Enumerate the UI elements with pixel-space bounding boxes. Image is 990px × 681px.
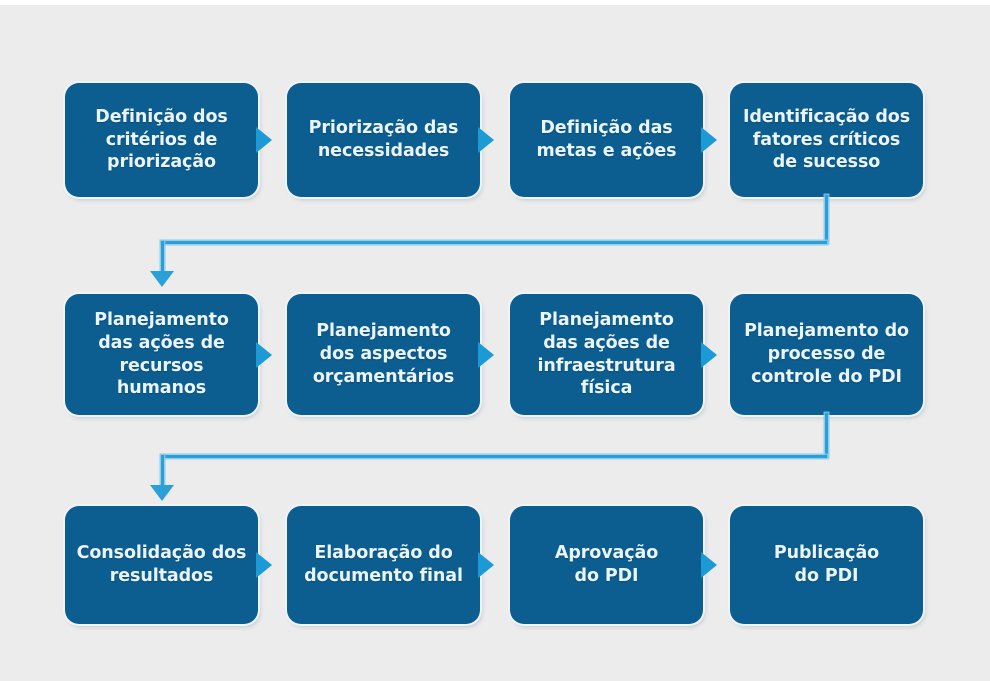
flow-box-label: Consolidação dos resultados (76, 543, 247, 586)
arrow-right-icon-9 (701, 552, 717, 578)
flow-box-step-10[interactable]: Elaboração do documento final (287, 506, 480, 624)
flow-box-step-7[interactable]: Planejamento das ações de infraestrutura… (510, 294, 703, 415)
flow-box-label: Planejamento dos aspectos orçamentários (312, 321, 455, 387)
arrow-right-icon-8 (478, 552, 494, 578)
arrow-down-icon-2 (150, 485, 174, 501)
flow-box-step-8[interactable]: Planejamento do processo de controle do … (730, 294, 923, 415)
flow-box-label: Definição dos critérios de priorização (95, 106, 228, 173)
connector-segment-vertical (161, 455, 164, 489)
flow-box-label: Elaboração do documento final (304, 543, 463, 586)
connector-segment-vertical (825, 195, 828, 243)
flow-box-step-12[interactable]: Publicação do PDI (730, 506, 923, 624)
arrow-right-icon-4 (256, 342, 272, 368)
diagram-canvas: Definição dos critérios de priorização P… (0, 5, 990, 681)
arrow-right-icon-5 (478, 342, 494, 368)
connector-segment-horizontal (161, 455, 827, 458)
flow-box-step-6[interactable]: Planejamento dos aspectos orçamentários (287, 294, 480, 415)
flow-box-step-4[interactable]: Identificação dos fatores críticos de su… (730, 83, 923, 197)
flow-box-label: Priorização das necessidades (308, 118, 459, 161)
connector-segment-vertical (825, 413, 828, 457)
flow-box-step-9[interactable]: Consolidação dos resultados (65, 506, 258, 624)
arrow-down-icon-1 (150, 271, 174, 287)
flow-box-label: Planejamento das ações de recursos human… (94, 310, 229, 399)
arrow-right-icon-7 (256, 552, 272, 578)
flow-box-label: Identificação dos fatores críticos de su… (742, 106, 911, 173)
flow-box-step-11[interactable]: Aprovação do PDI (510, 506, 703, 624)
flow-box-label: Planejamento das ações de infraestrutura… (537, 310, 676, 399)
flow-box-step-2[interactable]: Priorização das necessidades (287, 83, 480, 197)
flow-box-label: Planejamento do processo de controle do … (744, 321, 909, 387)
arrow-right-icon-2 (478, 127, 494, 153)
arrow-right-icon-6 (701, 342, 717, 368)
flow-box-label: Publicação do PDI (773, 543, 880, 586)
arrow-right-icon-1 (256, 127, 272, 153)
connector-segment-horizontal (161, 241, 827, 244)
connector-segment-vertical (161, 241, 164, 275)
flow-box-step-1[interactable]: Definição dos critérios de priorização (65, 83, 258, 197)
arrow-right-icon-3 (701, 127, 717, 153)
flow-box-label: Definição das metas e ações (536, 118, 677, 161)
flow-box-step-3[interactable]: Definição das metas e ações (510, 83, 703, 197)
flow-box-step-5[interactable]: Planejamento das ações de recursos human… (65, 294, 258, 415)
flow-box-label: Aprovação do PDI (554, 543, 659, 586)
